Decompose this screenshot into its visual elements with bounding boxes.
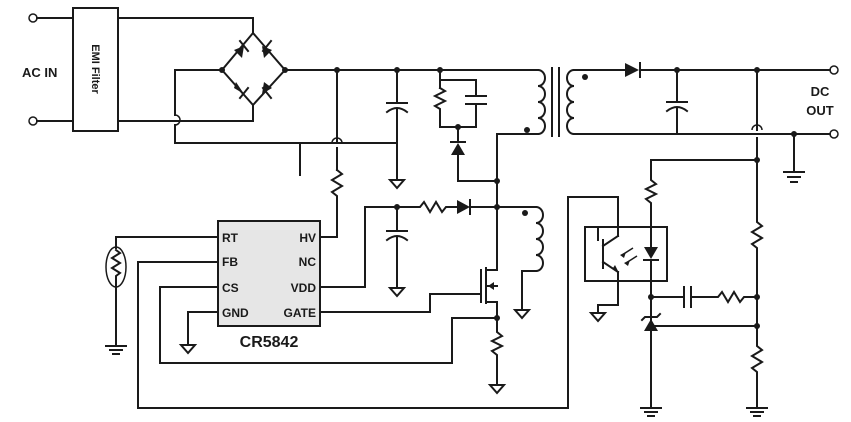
ac-input: AC IN [22,13,74,126]
pin-vdd-label: VDD [291,281,317,295]
bulk-capacitor [385,69,409,144]
pin-gnd-label: GND [222,306,249,320]
pin-rt-label: RT [222,231,239,245]
ground-symbol [387,179,407,190]
output-capacitor [665,69,689,135]
pin-hv-label: HV [299,231,316,245]
optocoupler [584,226,668,282]
out-label: OUT [806,103,834,118]
mosfet [319,180,498,319]
pin-nc-label: NC [299,255,317,269]
transformer [496,67,801,182]
emi-filter: EMI Filter [72,7,119,132]
pin-cs-label: CS [222,281,239,295]
snubber [432,69,498,182]
pin-fb-label: FB [222,255,238,269]
ac-in-label: AC IN [22,65,57,80]
dc-output: DC OUT [783,65,839,183]
chip-name-label: CR5842 [240,334,299,351]
dc-label: DC [811,84,830,99]
emi-filter-label: EMI Filter [89,44,101,94]
bridge-rectifier [219,31,288,107]
pin-gate-label: GATE [284,306,316,320]
thermistor [105,236,219,355]
controller-ic: RT FB CS GND HV NC VDD GATE CR5842 [217,220,321,351]
